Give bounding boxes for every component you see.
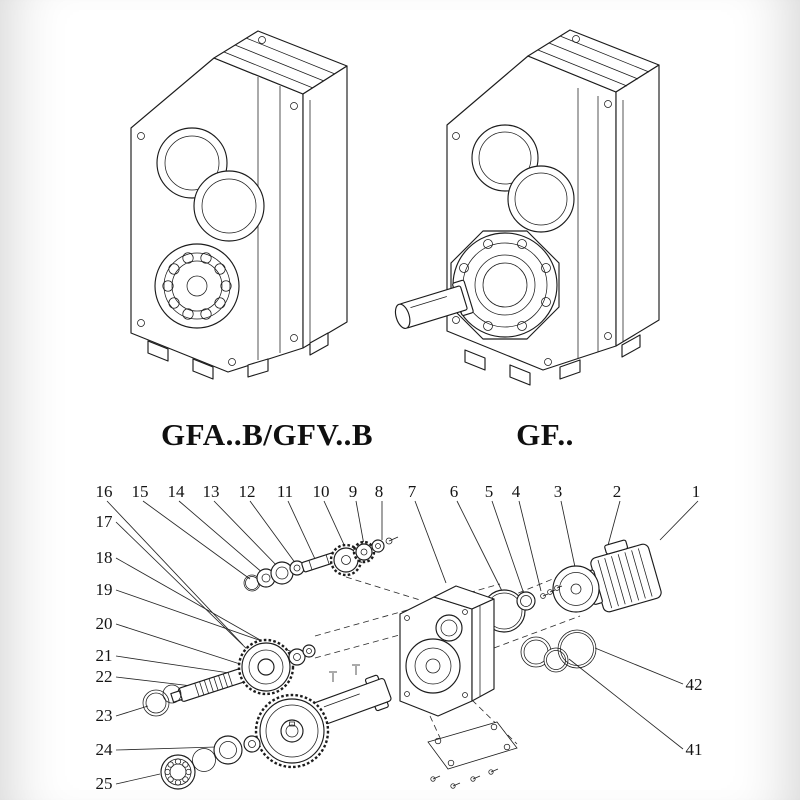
front-ribs — [577, 88, 624, 358]
gear-housing — [399, 585, 495, 717]
retaining-rings — [520, 629, 597, 673]
callout-8: 8 — [375, 482, 384, 501]
callout-25: 25 — [96, 774, 113, 793]
callout-22: 22 — [96, 667, 113, 686]
callout-19: 19 — [96, 580, 113, 599]
model-label-gfab-gfvb: GFA..B/GFV..B — [160, 417, 374, 452]
callout-6: 6 — [450, 482, 459, 501]
callout-12: 12 — [239, 482, 256, 501]
callout-21: 21 — [96, 646, 113, 665]
gearbox-drawing-gf — [394, 29, 660, 386]
lifting-hole — [258, 36, 266, 44]
callout-7: 7 — [408, 482, 417, 501]
callout-13: 13 — [203, 482, 220, 501]
callout-11: 11 — [277, 482, 293, 501]
cover-gasket — [427, 721, 518, 789]
callout-24: 24 — [96, 740, 114, 759]
callout-18: 18 — [96, 548, 113, 567]
callout-41: 41 — [686, 740, 703, 759]
intermediate-shaft-parts — [142, 638, 316, 717]
callout-23: 23 — [96, 706, 113, 725]
callout-42: 42 — [686, 675, 703, 694]
callout-16: 16 — [96, 482, 113, 501]
motor-flange — [552, 565, 600, 613]
callout-4: 4 — [512, 482, 521, 501]
input-shaft-parts — [243, 536, 399, 592]
output-bearing — [154, 243, 240, 329]
lifting-hole — [572, 35, 580, 43]
callout-3: 3 — [554, 482, 563, 501]
callout-17: 17 — [96, 512, 114, 531]
output-shaft — [394, 279, 474, 329]
ball-bearing — [160, 754, 196, 790]
callout-5: 5 — [485, 482, 494, 501]
callout-1: 1 — [692, 482, 701, 501]
top-ribs — [223, 37, 336, 89]
leader-lines — [106, 500, 699, 785]
inspection-bores — [471, 124, 575, 233]
inspection-bores — [156, 127, 265, 242]
callout-9: 9 — [349, 482, 358, 501]
mounting-feet — [147, 332, 329, 380]
output-flange — [450, 230, 560, 340]
exploded-diagram: 16 15 14 13 12 11 10 9 8 7 6 5 4 3 2 1 1… — [96, 482, 703, 793]
callout-15: 15 — [132, 482, 149, 501]
housing-bolts — [137, 102, 298, 366]
gearbox-drawing-gfab — [130, 30, 348, 380]
callout-20: 20 — [96, 614, 113, 633]
mounting-feet — [464, 334, 641, 386]
callout-14: 14 — [168, 482, 186, 501]
callout-2: 2 — [613, 482, 622, 501]
callout-10: 10 — [313, 482, 330, 501]
input-bolts — [540, 585, 563, 599]
model-label-gf: GF.. — [516, 417, 574, 452]
output-shaft-parts — [160, 664, 392, 790]
callout-numbers: 16 15 14 13 12 11 10 9 8 7 6 5 4 3 2 1 1… — [96, 482, 703, 793]
housing-bolts — [452, 100, 612, 366]
